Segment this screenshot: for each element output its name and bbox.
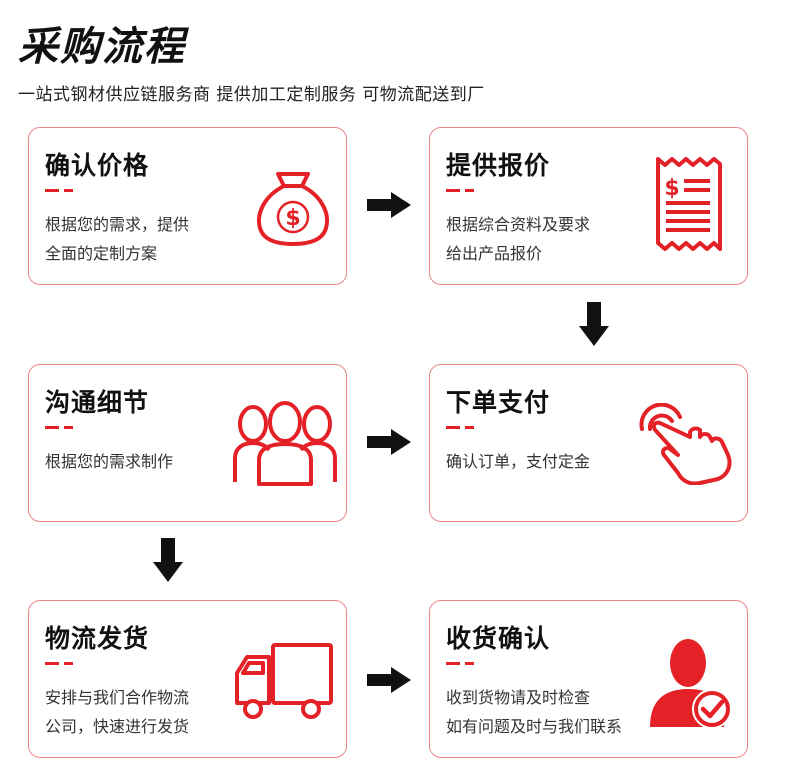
step-description: 根据您的需求，提供 全面的定制方案	[45, 210, 240, 268]
step-description-line: 根据您的需求制作	[45, 452, 174, 471]
step-description-line: 根据综合资料及要求	[446, 215, 591, 234]
svg-text:$: $	[285, 206, 300, 231]
step-card-receipt-confirmation: 收货确认 收到货物请及时检查 如有问题及时与我们联系	[429, 600, 748, 758]
user-check-icon	[650, 639, 732, 729]
title-underline	[446, 426, 476, 429]
arrow-right-icon	[367, 429, 411, 455]
page-title: 采购流程	[18, 24, 186, 70]
delivery-truck-icon	[235, 643, 333, 719]
step-description: 安排与我们合作物流 公司，快速进行发货	[45, 683, 240, 741]
step-description-line: 全面的定制方案	[45, 244, 158, 263]
step-description-line: 根据您的需求，提供	[45, 215, 190, 234]
arrow-down-icon	[579, 302, 609, 346]
title-underline	[446, 662, 476, 665]
step-card-provide-quote: 提供报价 根据综合资料及要求 给出产品报价 $	[429, 127, 748, 285]
title-underline	[45, 189, 75, 192]
step-title: 物流发货	[45, 624, 150, 653]
arrow-down-icon	[153, 538, 183, 582]
step-description: 根据您的需求制作	[45, 447, 240, 476]
receipt-icon: $	[656, 157, 722, 251]
step-title: 提供报价	[446, 151, 551, 180]
step-title: 下单支付	[446, 388, 551, 417]
arrow-right-icon	[367, 667, 411, 693]
step-description-line: 安排与我们合作物流	[45, 688, 190, 707]
step-card-logistics-shipping: 物流发货 安排与我们合作物流 公司，快速进行发货	[28, 600, 347, 758]
step-description-line: 给出产品报价	[446, 244, 543, 263]
title-underline	[45, 662, 75, 665]
step-description: 根据综合资料及要求 给出产品报价	[446, 210, 641, 268]
step-title: 沟通细节	[45, 388, 150, 417]
step-description: 确认订单，支付定金	[446, 447, 641, 476]
step-description-line: 收到货物请及时检查	[446, 688, 591, 707]
page-subtitle: 一站式钢材供应链服务商 提供加工定制服务 可物流配送到厂	[18, 85, 485, 105]
title-underline	[45, 426, 75, 429]
svg-text:$: $	[664, 176, 679, 201]
step-card-order-payment: 下单支付 确认订单，支付定金	[429, 364, 748, 522]
people-group-icon	[233, 401, 337, 486]
step-description-line: 公司，快速进行发货	[45, 717, 190, 736]
step-description: 收到货物请及时检查 如有问题及时与我们联系	[446, 683, 641, 741]
step-description-line: 如有问题及时与我们联系	[446, 717, 623, 736]
step-card-confirm-price: 确认价格 根据您的需求，提供 全面的定制方案 $	[28, 127, 347, 285]
step-description-line: 确认订单，支付定金	[446, 452, 591, 471]
tap-hand-icon	[639, 403, 732, 485]
step-card-communicate-details: 沟通细节 根据您的需求制作	[28, 364, 347, 522]
step-title: 收货确认	[446, 624, 551, 653]
title-underline	[446, 189, 476, 192]
step-title: 确认价格	[45, 151, 150, 180]
money-bag-icon: $	[257, 172, 329, 246]
arrow-right-icon	[367, 192, 411, 218]
